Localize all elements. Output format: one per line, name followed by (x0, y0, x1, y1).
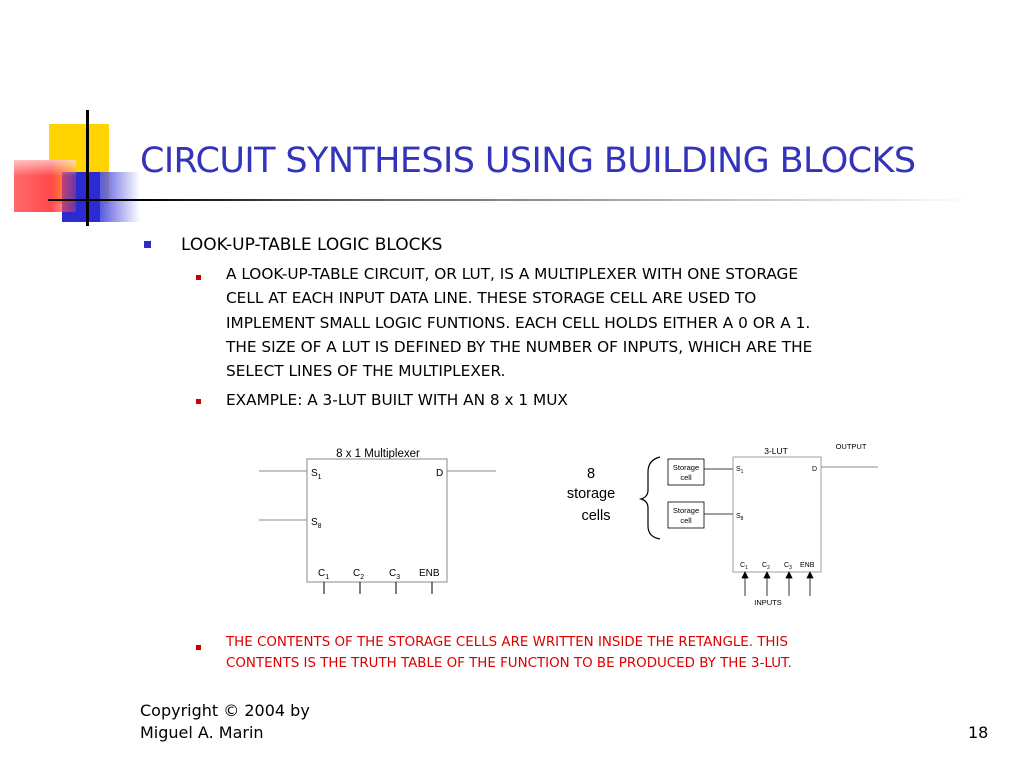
lut-c3-label: C3 (784, 562, 792, 571)
mux-s1-label: S1 (311, 468, 322, 481)
sub-bullet-icon (196, 275, 201, 280)
arrow-up-icon (785, 571, 793, 579)
lut-inputs-label: INPUTS (754, 598, 782, 607)
lut-output-label: OUTPUT (836, 442, 867, 451)
lut-c1-label: C1 (740, 562, 748, 571)
mux-title: 8 x 1 Multiplexer (336, 448, 420, 460)
lut-body (732, 456, 822, 573)
storage-cell-label: cell (680, 473, 692, 482)
mux-body (306, 458, 448, 583)
storage-cell-label: Storage (673, 463, 699, 472)
text-line: THE CONTENTS OF THE STORAGE CELLS ARE WR… (226, 635, 788, 650)
storage-count-line: cells (581, 508, 610, 524)
text-line: Miguel A. Marin (140, 723, 264, 742)
text-line: Copyright © 2004 by (140, 701, 310, 720)
mux-s8-label: S8 (311, 517, 322, 530)
mux-d-label: D (436, 468, 443, 479)
lut-block: 3-LUT OUTPUT S1 S8 D C1 C2 C3 ENB INPUTS (732, 442, 878, 607)
arrow-up-icon (763, 571, 771, 579)
storage-count-line: 8 (587, 466, 595, 482)
bullet-square-icon (144, 241, 151, 248)
text-line: IMPLEMENT SMALL LOGIC FUNTIONS. EACH CEL… (226, 313, 811, 332)
sub-bullet-icon (196, 399, 201, 404)
sub-bullet-lut-definition: A LOOK-UP-TABLE CIRCUIT, OR LUT, IS A MU… (226, 262, 986, 383)
storage-contents-note: THE CONTENTS OF THE STORAGE CELLS ARE WR… (226, 633, 792, 674)
mux-c3-label: C3 (389, 568, 400, 581)
arrow-up-icon (806, 571, 814, 579)
mux-block: 8 x 1 Multiplexer S1 S8 D C1 C2 C3 ENB (259, 448, 496, 594)
lut-title: 3-LUT (764, 446, 788, 456)
lut-c2-label: C2 (762, 562, 770, 571)
mux-enb-label: ENB (419, 568, 440, 579)
text-line: SELECT LINES OF THE MULTIPLEXER. (226, 362, 506, 381)
slide-title: CIRCUIT SYNTHESIS USING BUILDING BLOCKS (140, 141, 916, 181)
lut-s1-label: S1 (736, 466, 744, 475)
lut-s8-label: S8 (736, 513, 744, 522)
text-line: A LOOK-UP-TABLE CIRCUIT, OR LUT, IS A MU… (226, 265, 799, 283)
text-line: CONTENTS IS THE TRUTH TABLE OF THE FUNCT… (226, 655, 792, 671)
lut-d-label: D (812, 466, 817, 473)
storage-cell-top: Storage cell (667, 458, 705, 486)
text-line: THE SIZE OF A LUT IS DEFINED BY THE NUMB… (226, 337, 813, 356)
arrow-up-icon (741, 571, 749, 579)
mux-c2-label: C2 (353, 568, 364, 581)
text-line: CELL AT EACH INPUT DATA LINE. THESE STOR… (226, 289, 757, 308)
mux-c1-label: C1 (318, 568, 329, 581)
storage-cell-bottom: Storage cell (667, 501, 705, 529)
decor-blue-fade (100, 172, 140, 222)
lut-input-arrows (741, 571, 814, 596)
footer-copyright: Copyright © 2004 by Miguel A. Marin (140, 700, 310, 744)
lut-enb-label: ENB (800, 562, 815, 569)
storage-count-line: storage (567, 486, 615, 502)
sub-bullet-icon (196, 645, 201, 650)
storage-cell-label: Storage (673, 506, 699, 515)
storage-cell-label: cell (680, 516, 692, 525)
page-number: 18 (968, 723, 989, 742)
decor-red-highlight (14, 160, 76, 176)
bullet-lut-blocks: LOOK-UP-TABLE LOGIC BLOCKS (181, 235, 443, 255)
decor-vertical-line (86, 110, 89, 226)
title-underline (48, 199, 978, 201)
sub-bullet-example: EXAMPLE: A 3-LUT BUILT WITH AN 8 x 1 MUX (226, 391, 568, 409)
brace-icon (638, 456, 661, 540)
